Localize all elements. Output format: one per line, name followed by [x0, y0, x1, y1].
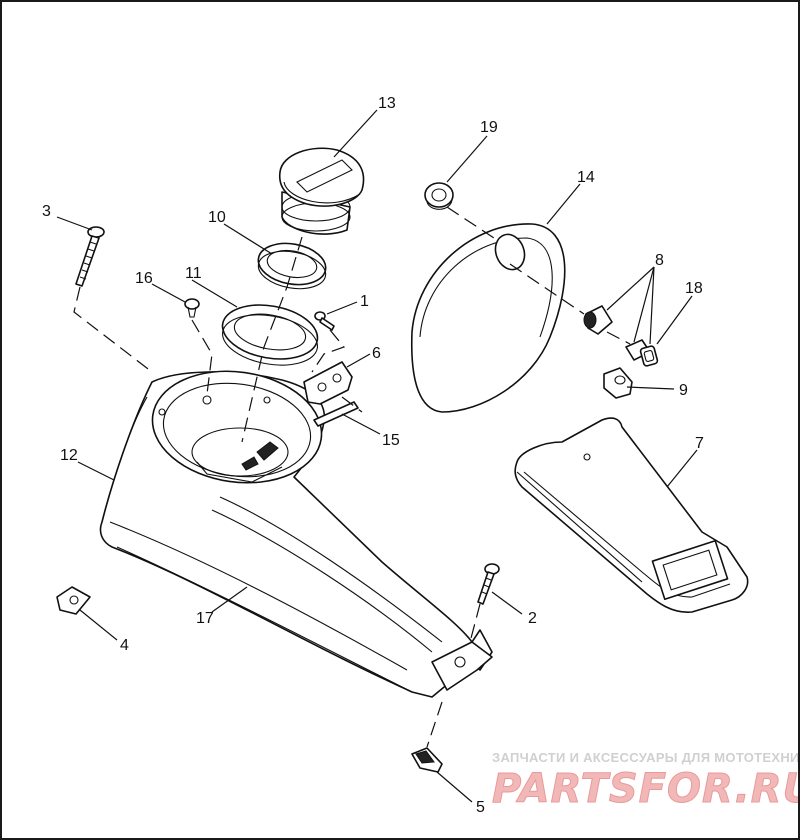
small-screw: [314, 311, 335, 331]
callout-3: 3: [42, 203, 51, 220]
callout-12: 12: [60, 447, 78, 464]
callout-6: 6: [372, 345, 381, 362]
callout-4: 4: [120, 637, 129, 654]
callout-2: 2: [528, 610, 537, 627]
clip-nut: [56, 586, 91, 615]
callout-16: 16: [135, 270, 153, 287]
callout-1: 1: [360, 293, 369, 310]
cover-panel: [410, 223, 566, 413]
pin: [313, 401, 359, 427]
seat-pad: [514, 417, 749, 613]
key: [625, 339, 659, 367]
clip: [411, 747, 443, 773]
watermark-caption: ЗАПЧАСТИ И АКСЕССУАРЫ ДЛЯ МОТОТЕХНИКИ: [492, 750, 800, 765]
long-screw: [75, 226, 105, 287]
callout-13: 13: [378, 95, 396, 112]
watermark: ЗАПЧАСТИ И АКСЕССУАРЫ ДЛЯ МОТОТЕХНИКИ PA…: [492, 750, 800, 813]
cap-gasket: [257, 242, 327, 290]
leader-lines: [56, 109, 698, 803]
callout-8: 8: [655, 252, 664, 269]
short-screw: [477, 563, 500, 605]
callout-11: 11: [185, 265, 202, 282]
callout-14: 14: [577, 169, 595, 186]
grommet: [424, 182, 454, 210]
callout-18: 18: [685, 280, 703, 297]
filler-neck-ring: [221, 304, 319, 366]
callout-7: 7: [695, 435, 704, 452]
lock-cylinder: [583, 305, 613, 335]
callout-9: 9: [679, 382, 688, 399]
filler-cap: [278, 147, 365, 235]
tank-console: [99, 370, 493, 698]
callout-labels: 13 10 11 16 3 1 6 15 19 14 8 18 9 7 12 1…: [42, 95, 704, 816]
assembly-lines: [73, 206, 631, 748]
bracket: [303, 361, 353, 405]
watermark-logo: PARTSFOR.RU: [492, 766, 800, 812]
callout-17: 17: [196, 610, 214, 627]
callout-5: 5: [476, 799, 485, 816]
small-plug: [184, 298, 200, 318]
callout-10: 10: [208, 209, 226, 226]
callout-19: 19: [480, 119, 498, 136]
callout-15: 15: [382, 432, 400, 449]
key-cap: [603, 367, 633, 399]
